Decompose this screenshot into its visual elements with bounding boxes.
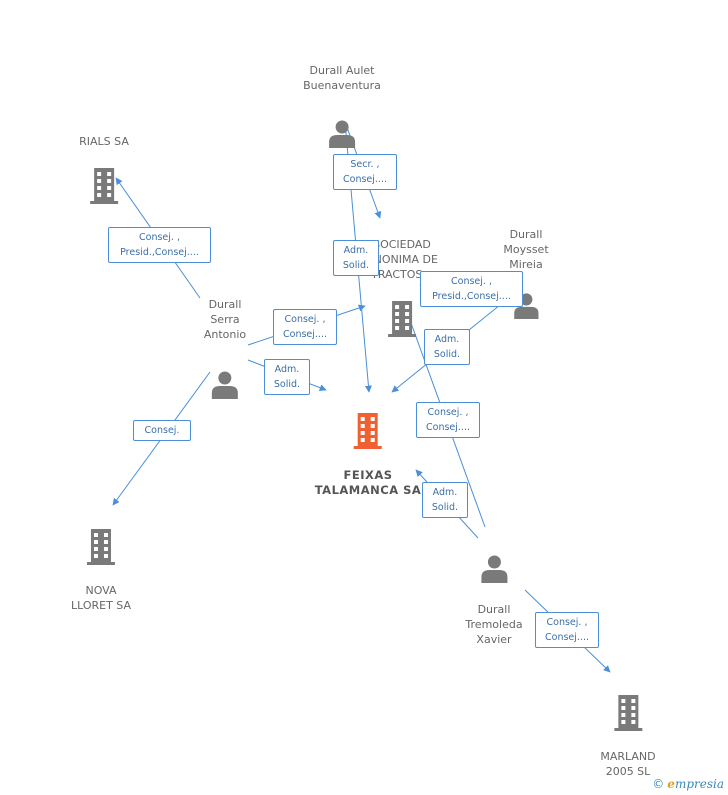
brand-footer: ©empresia: [652, 777, 724, 791]
edge-label-serra-sociedad[interactable]: Consej. , Consej....: [273, 309, 337, 345]
node-label: FEIXAS TALAMANCA SA: [314, 468, 422, 497]
node-feixas[interactable]: FEIXAS TALAMANCA SA: [315, 398, 422, 513]
node-label: RIALS SA: [79, 135, 129, 148]
edge-label-aulet-feixas[interactable]: Adm. Solid.: [333, 240, 379, 276]
building-icon: [353, 413, 382, 449]
node-sociedad[interactable]: SOCIEDAD ANONIMA DE TRACTOS...: [366, 222, 438, 352]
edge-label-serra-feixas[interactable]: Adm. Solid.: [264, 359, 310, 395]
edge-label-aulet-sociedad[interactable]: Secr. , Consej....: [333, 154, 397, 190]
copyright-icon: ©: [652, 777, 665, 791]
person-icon: [212, 371, 238, 399]
edge-label-tremoleda-sociedad[interactable]: Consej. , Consej....: [416, 402, 480, 438]
node-nova-lloret[interactable]: NOVA LLORET SA: [71, 514, 131, 628]
node-label: SOCIEDAD ANONIMA DE TRACTOS...: [366, 238, 438, 281]
node-label: MARLAND 2005 SL: [600, 750, 656, 778]
node-marland[interactable]: MARLAND 2005 SL: [600, 680, 656, 794]
building-icon: [89, 168, 118, 204]
edge-label-serra-rials[interactable]: Consej. , Presid.,Consej....: [108, 227, 211, 263]
node-label: Durall Tremoleda Xavier: [465, 603, 523, 646]
node-durall-aulet[interactable]: Durall Aulet Buenaventura: [303, 48, 381, 163]
building-icon: [387, 301, 416, 337]
edge-label-tremoleda-marland[interactable]: Consej. , Consej....: [535, 612, 599, 648]
person-icon: [328, 120, 355, 148]
edge-label-tremoleda-feixas[interactable]: Adm. Solid.: [422, 482, 468, 518]
node-label: Durall Serra Antonio: [203, 298, 247, 341]
edge-label-moysset-feixas[interactable]: Adm. Solid.: [424, 329, 470, 365]
building-icon: [613, 695, 642, 731]
node-label: Durall Aulet Buenaventura: [303, 64, 381, 92]
brand-logo-letter: e: [667, 777, 675, 791]
node-durall-tremoleda[interactable]: Durall Tremoleda Xavier: [465, 538, 523, 662]
node-label: Durall Moysset Mireia: [503, 228, 549, 271]
brand-name: mpresia: [674, 777, 724, 791]
edge-label-moysset-sociedad[interactable]: Consej. , Presid.,Consej....: [420, 271, 523, 307]
person-icon: [481, 555, 507, 583]
building-icon: [86, 529, 115, 565]
node-rials[interactable]: RIALS SA: [79, 119, 129, 219]
node-durall-serra[interactable]: Durall Serra Antonio: [204, 282, 246, 414]
edge-label-serra-nova[interactable]: Consej.: [133, 420, 191, 441]
node-label: NOVA LLORET SA: [70, 584, 132, 612]
